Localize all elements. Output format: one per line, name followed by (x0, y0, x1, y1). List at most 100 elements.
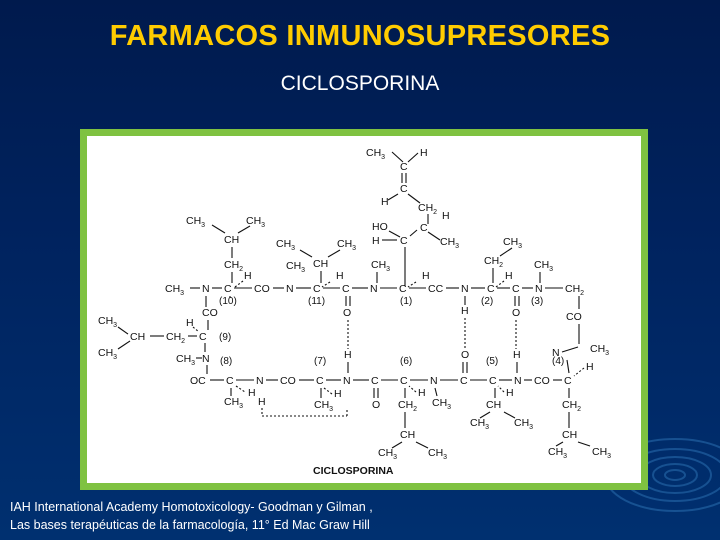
svg-text:CH3: CH3 (224, 396, 243, 410)
svg-text:C: C (399, 283, 407, 295)
svg-text:H: H (418, 387, 426, 399)
svg-text:CH3: CH3 (440, 236, 459, 250)
svg-text:C: C (420, 222, 428, 234)
svg-text:N: N (535, 283, 543, 295)
svg-text:H: H (248, 387, 256, 399)
svg-text:CH3: CH3 (428, 447, 447, 461)
svg-text:CH: CH (130, 331, 145, 343)
svg-text:C: C (400, 375, 408, 387)
svg-text:H: H (258, 396, 266, 408)
svg-text:N: N (343, 375, 351, 387)
svg-text:H: H (186, 317, 194, 329)
svg-text:(11): (11) (308, 296, 325, 307)
svg-text:CH2: CH2 (484, 255, 503, 269)
svg-text:C: C (342, 283, 350, 295)
svg-text:N: N (514, 375, 522, 387)
svg-text:CO: CO (534, 375, 550, 387)
structure-frame: CH3 H C C H CH2 H HO C CH3 H (80, 129, 648, 490)
svg-text:CH: CH (313, 258, 328, 270)
svg-text:C: C (489, 375, 497, 387)
svg-text:C: C (199, 331, 207, 343)
svg-text:CH3: CH3 (590, 343, 609, 357)
svg-text:O: O (512, 307, 520, 319)
svg-text:CH3: CH3 (548, 446, 567, 460)
svg-text:CH: CH (400, 429, 415, 441)
svg-text:C: C (224, 283, 232, 295)
svg-text:(9): (9) (219, 332, 231, 343)
svg-text:CH3: CH3 (592, 446, 611, 460)
svg-text:CH3: CH3 (186, 215, 205, 229)
svg-text:CH2: CH2 (166, 331, 185, 345)
svg-text:CH3: CH3 (432, 397, 451, 411)
svg-text:CH3: CH3 (98, 347, 117, 361)
svg-text:O: O (343, 307, 351, 319)
svg-text:O: O (461, 349, 469, 361)
svg-text:H: H (344, 349, 352, 361)
svg-text:H: H (586, 361, 594, 373)
svg-text:H: H (334, 388, 342, 400)
svg-text:H: H (372, 235, 380, 247)
svg-text:(3): (3) (531, 296, 543, 307)
svg-text:H: H (506, 387, 514, 399)
svg-text:H: H (420, 147, 428, 159)
svg-text:C: C (371, 375, 379, 387)
svg-text:(4): (4) (552, 356, 564, 367)
svg-text:N: N (202, 283, 210, 295)
diagram-caption: CICLOSPORINA (313, 465, 394, 477)
citation-line-2: Las bases terapéuticas de la farmacologí… (10, 518, 370, 532)
svg-text:C: C (400, 183, 408, 195)
svg-text:C: C (313, 283, 321, 295)
svg-text:CH3: CH3 (98, 315, 117, 329)
svg-text:N: N (202, 353, 210, 365)
svg-text:CH3: CH3 (165, 283, 184, 297)
svg-text:N: N (552, 347, 560, 359)
svg-text:H: H (513, 349, 521, 361)
svg-text:CH: CH (224, 234, 239, 246)
svg-text:CH3: CH3 (246, 215, 265, 229)
citation-line-1: IAH International Academy Homotoxicology… (10, 500, 373, 514)
svg-text:(8): (8) (220, 356, 232, 367)
svg-text:CH3: CH3 (514, 417, 533, 431)
svg-text:CH3: CH3 (286, 260, 305, 274)
svg-text:H: H (381, 196, 389, 208)
svg-text:H: H (422, 270, 430, 282)
svg-text:H: H (461, 305, 469, 317)
svg-text:CH3: CH3 (470, 417, 489, 431)
svg-text:H: H (505, 270, 513, 282)
svg-text:CO: CO (280, 375, 296, 387)
svg-text:C: C (400, 161, 408, 173)
svg-text:CH3: CH3 (371, 259, 390, 273)
svg-text:(1): (1) (400, 296, 412, 307)
svg-text:N: N (286, 283, 294, 295)
svg-text:CH2: CH2 (418, 202, 437, 216)
svg-text:CO: CO (202, 307, 218, 319)
svg-text:CO: CO (566, 311, 582, 323)
svg-text:H: H (442, 210, 450, 222)
svg-text:(2): (2) (481, 296, 493, 307)
svg-text:CH2: CH2 (398, 399, 417, 413)
svg-text:N: N (256, 375, 264, 387)
svg-text:CH3: CH3 (314, 399, 333, 413)
svg-text:C: C (316, 375, 324, 387)
svg-text:C: C (460, 375, 468, 387)
svg-text:N: N (430, 375, 438, 387)
svg-text:C: C (512, 283, 520, 295)
svg-text:O: O (372, 399, 380, 411)
svg-text:C: C (226, 375, 234, 387)
svg-text:HO: HO (372, 221, 388, 233)
svg-text:CH2: CH2 (562, 399, 581, 413)
structure-canvas: CH3 H C C H CH2 H HO C CH3 H (87, 136, 641, 483)
svg-text:CC: CC (428, 283, 444, 295)
svg-text:CH3: CH3 (378, 447, 397, 461)
svg-text:N: N (370, 283, 378, 295)
svg-text:(6): (6) (400, 356, 412, 367)
svg-text:CH3: CH3 (337, 238, 356, 252)
svg-text:C: C (400, 235, 408, 247)
svg-text:OC: OC (190, 375, 206, 387)
svg-text:CH3: CH3 (176, 353, 195, 367)
svg-text:(5): (5) (486, 356, 498, 367)
citation: IAH International Academy Homotoxicology… (10, 498, 450, 534)
svg-text:H: H (336, 270, 344, 282)
